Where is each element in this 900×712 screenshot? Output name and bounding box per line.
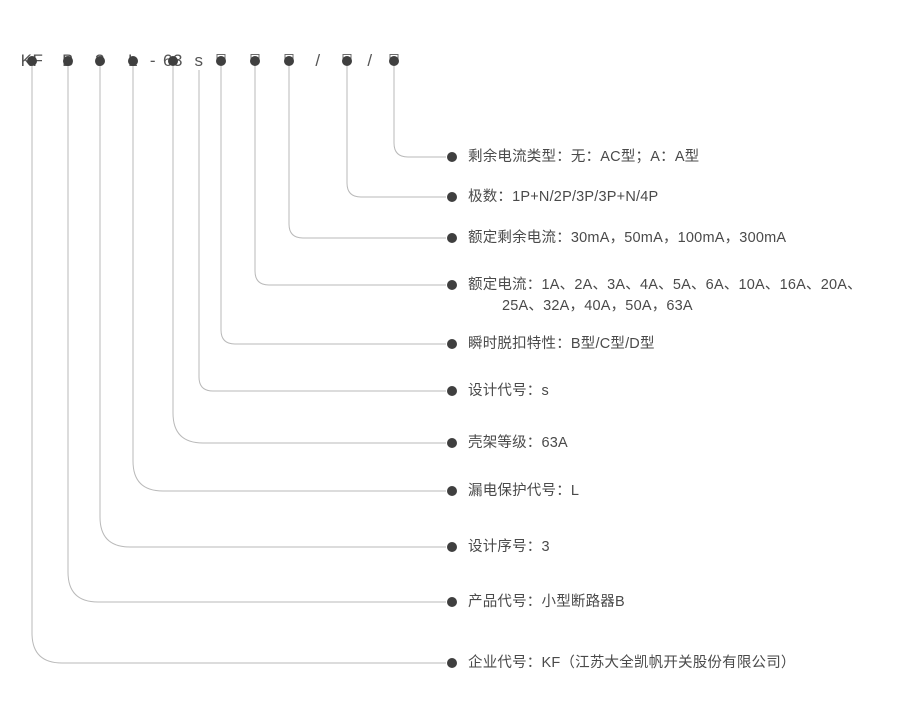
callout-bullet-pole-number <box>447 192 457 202</box>
code-node-dot <box>168 56 178 66</box>
leader-line-residual-current-type <box>393 66 446 158</box>
callout-bullet-instantaneous-tripping-characteristic <box>447 339 457 349</box>
leader-line-pole-number <box>346 66 446 198</box>
code-token-4: - <box>149 51 157 70</box>
code-token-6: s <box>194 51 204 70</box>
callout-bullet-rated-current <box>447 280 457 290</box>
leader-line-leakage-protection-code <box>132 66 446 492</box>
callout-label-text: 瞬时脱扣特性：B型/C型/D型 <box>468 336 655 352</box>
code-node-dot <box>389 56 399 66</box>
code-node-dot <box>95 56 105 66</box>
callout-label-text: 极数：1P+N/2P/3P/3P+N/4P <box>468 189 659 205</box>
callout-bullet-design-code <box>447 386 457 396</box>
callout-label-text: 漏电保护代号：L <box>468 483 580 499</box>
callout-bullet-leakage-protection-code <box>447 486 457 496</box>
leader-line-design-sequence <box>99 66 446 548</box>
code-token-10: / <box>315 51 321 70</box>
callout-label-rated-current: 额定电流：1A、2A、3A、4A、5A、6A、10A、16A、20A、 25A、3… <box>468 275 862 317</box>
code-node-dot <box>250 56 260 66</box>
callout-label-leakage-protection-code: 漏电保护代号：L <box>468 481 579 502</box>
code-node-dot <box>284 56 294 66</box>
code-node-dot <box>63 56 73 66</box>
callout-label-rated-residual-current: 额定剩余电流：30mA，50mA，100mA，300mA <box>468 228 786 249</box>
code-node-dot <box>342 56 352 66</box>
callout-bullet-design-sequence <box>447 542 457 552</box>
callout-label-frame-rating: 壳架等级：63A <box>468 433 568 454</box>
code-node-dot <box>128 56 138 66</box>
callout-bullet-product-code <box>447 597 457 607</box>
leader-line-enterprise-code <box>31 66 446 664</box>
callout-label-enterprise-code: 企业代号：KF（江苏大全凯帆开关股份有限公司） <box>468 653 796 674</box>
callout-label-text: 额定剩余电流：30mA，50mA，100mA，300mA <box>468 230 787 246</box>
code-node-dot <box>216 56 226 66</box>
callout-bullet-frame-rating <box>447 438 457 448</box>
callout-bullet-residual-current-type <box>447 152 457 162</box>
callout-bullet-rated-residual-current <box>447 233 457 243</box>
callout-bullet-enterprise-code <box>447 658 457 668</box>
leader-line-rated-residual-current <box>288 66 446 239</box>
callout-label-text: 设计代号：s <box>468 383 549 399</box>
leader-line-frame-rating <box>172 66 446 444</box>
callout-label-text: 产品代号：小型断路器B <box>468 594 625 610</box>
callout-label-text-line2: 25A、32A，40A，50A，63A <box>502 298 693 314</box>
leader-line-rated-current <box>254 66 446 286</box>
callout-label-text: 企业代号：KF（江苏大全凯帆开关股份有限公司） <box>468 655 796 671</box>
callout-label-text: 壳架等级：63A <box>468 435 568 451</box>
callout-label-text: 额定电流：1A、2A、3A、4A、5A、6A、10A、16A、20A、 <box>468 277 862 293</box>
leader-line-instantaneous-tripping-characteristic <box>220 66 446 345</box>
code-node-dot <box>27 56 37 66</box>
callout-label-design-code: 设计代号：s <box>468 381 549 402</box>
code-token-12: / <box>367 51 373 70</box>
callout-label-text: 设计序号：3 <box>468 539 550 555</box>
callout-label-text: 剩余电流类型：无：AC型；A：A型 <box>468 149 700 165</box>
leader-line-product-code <box>67 66 446 603</box>
callout-label-pole-number: 极数：1P+N/2P/3P/3P+N/4P <box>468 187 658 208</box>
callout-label-product-code: 产品代号：小型断路器B <box>468 592 625 613</box>
leader-line-design-code <box>198 70 446 392</box>
callout-label-residual-current-type: 剩余电流类型：无：AC型；A：A型 <box>468 147 699 168</box>
callout-label-design-sequence: 设计序号：3 <box>468 537 550 558</box>
callout-label-instantaneous-tripping-characteristic: 瞬时脱扣特性：B型/C型/D型 <box>468 334 655 355</box>
